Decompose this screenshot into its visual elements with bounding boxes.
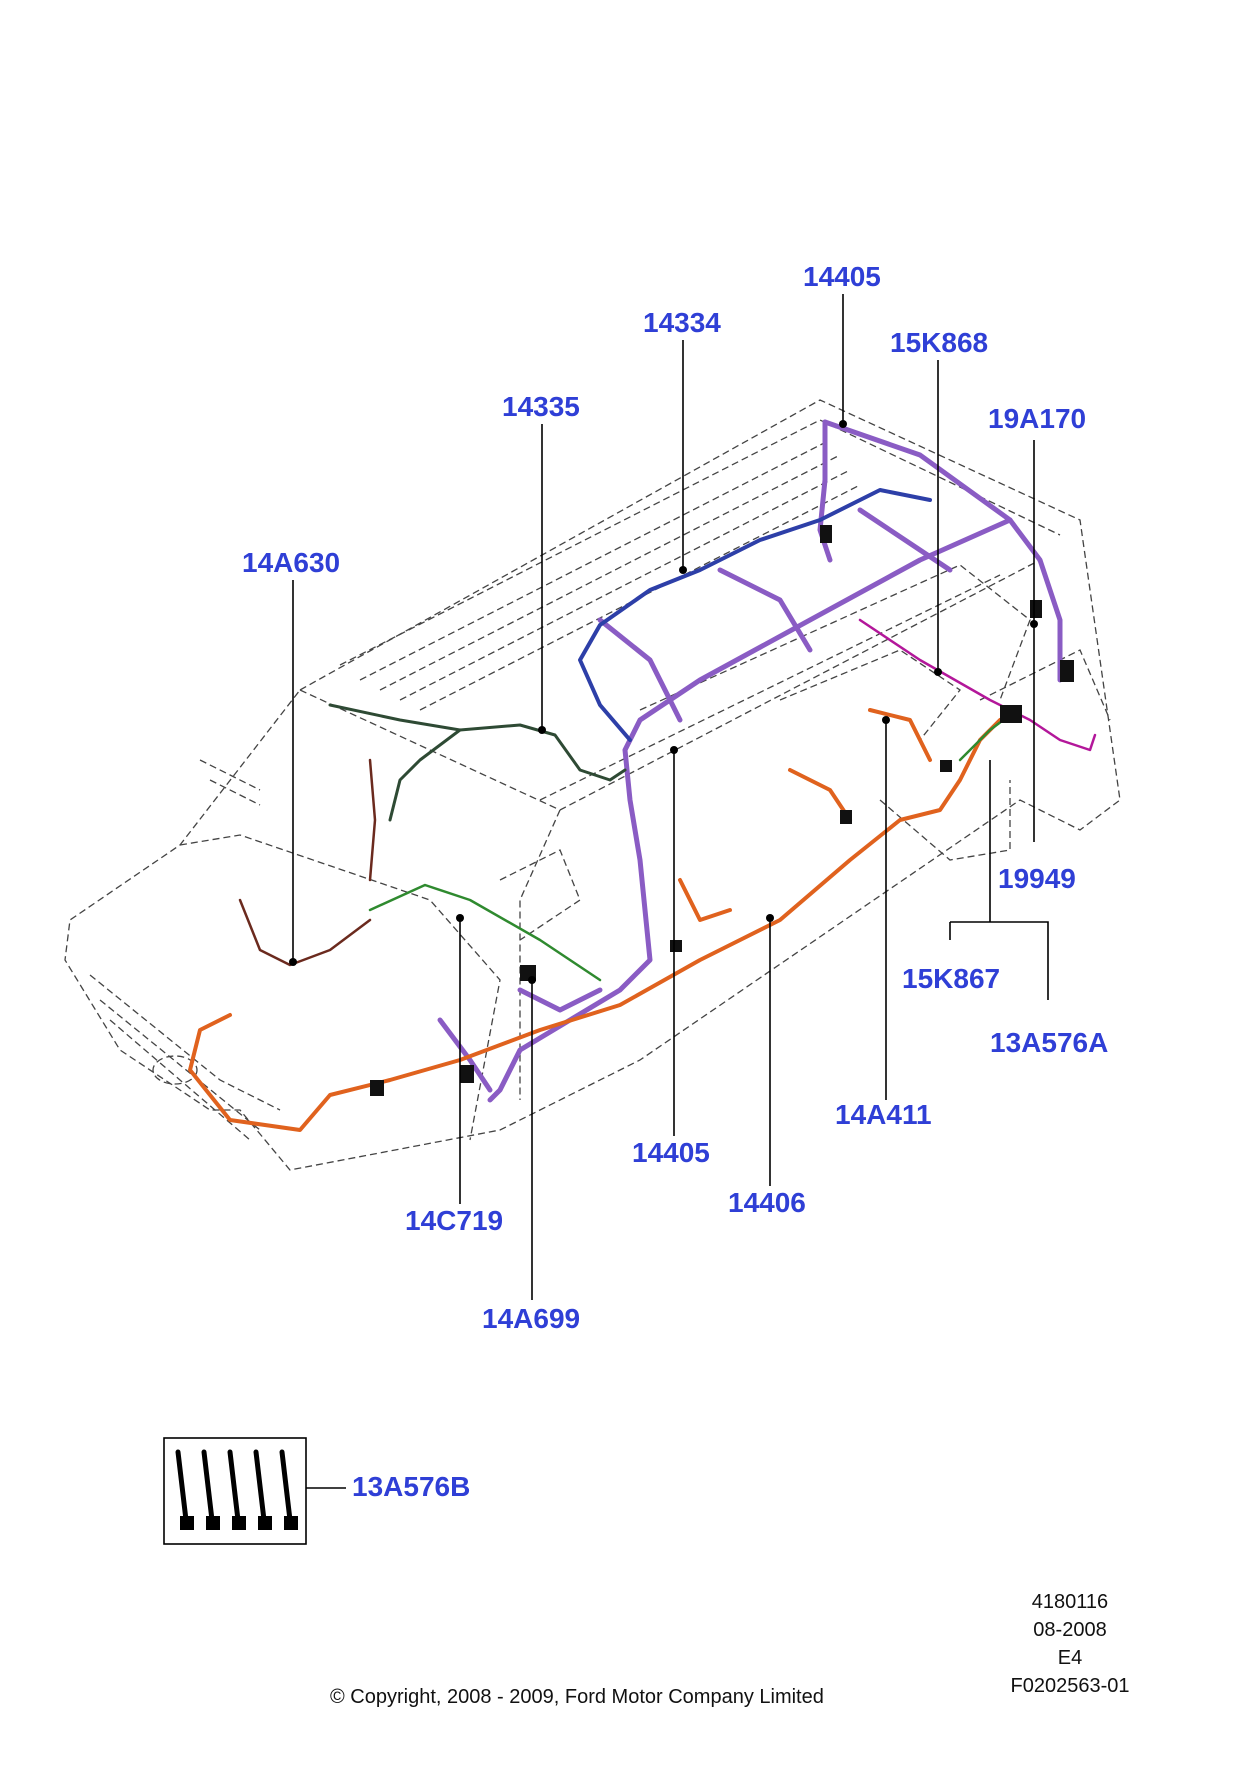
callout-14406: 14406: [728, 1187, 806, 1218]
callout-14405-bottom: 14405: [632, 1137, 710, 1168]
harness-brown: [238, 758, 377, 967]
harness-darkgreen: [328, 703, 627, 822]
ref-number: 4180116: [1031, 1591, 1109, 1613]
harness-roof-blue: [578, 488, 932, 742]
connector-cluster-rear: [370, 525, 1074, 1096]
inset-box-13A576B: [163, 1437, 307, 1545]
vehicle-body-outline: [64, 399, 1121, 1171]
callout-14405-top: 14405: [803, 261, 881, 292]
callout-14A411: 14A411: [835, 1099, 932, 1130]
harness-roof-purple: [437, 419, 1063, 1103]
figure-id: F0202563-01: [1010, 1675, 1130, 1697]
revision-date: 08-2008: [1033, 1619, 1107, 1641]
callout-15K868: 15K868: [890, 327, 989, 358]
harness-green: [368, 713, 1012, 982]
callout-15K867: 15K867: [902, 963, 1001, 994]
callout-19949: 19949: [998, 863, 1076, 894]
callout-14335: 14335: [502, 391, 580, 422]
callout-19A170: 19A170: [988, 403, 1087, 434]
footer-meta-block: 4180116 08-2008 E4 F0202563-01: [1000, 1588, 1140, 1700]
callout-14334: 14334: [643, 307, 721, 338]
callout-14C719: 14C719: [405, 1205, 504, 1236]
revision-code: E4: [1057, 1647, 1083, 1669]
callout-13A576A: 13A576A: [990, 1027, 1109, 1058]
callout-13A576B: 13A576B: [352, 1471, 471, 1502]
callout-14A630: 14A630: [242, 547, 341, 578]
callout-14A699: 14A699: [482, 1303, 581, 1334]
harness-magenta: [858, 618, 1097, 752]
leader-lines: [289, 294, 1049, 1489]
copyright-notice: © Copyright, 2008 - 2009, Ford Motor Com…: [330, 1686, 824, 1708]
